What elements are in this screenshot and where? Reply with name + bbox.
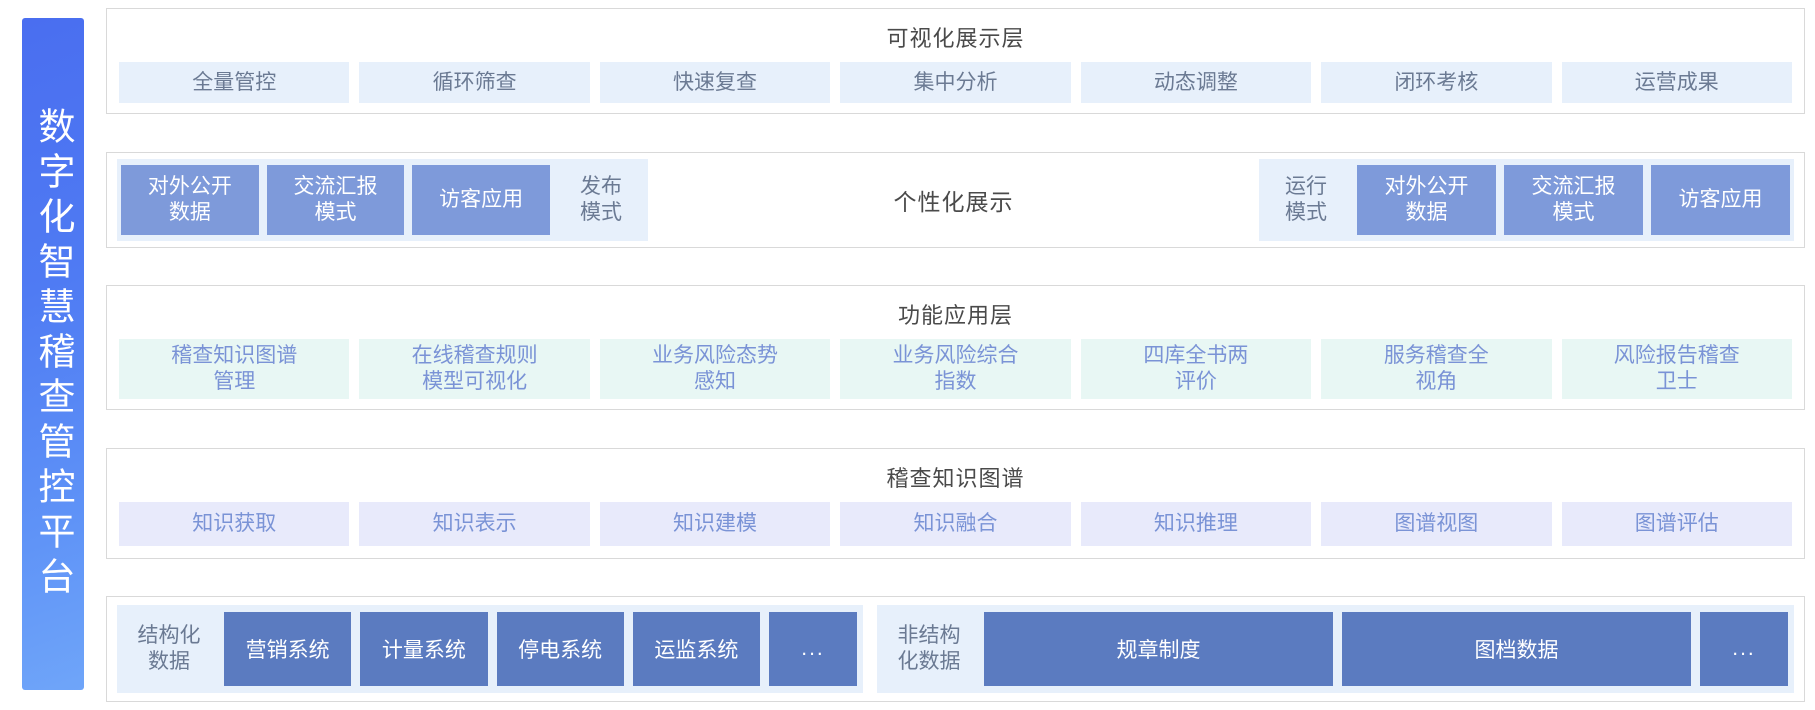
personalized-presentation-label: 个性化展示 xyxy=(648,158,1259,241)
modes-left-item-2[interactable]: 访客应用 xyxy=(412,164,551,235)
knowledge-graph-layer-title: 稽查知识图谱 xyxy=(886,465,1025,491)
visualization-item-1[interactable]: 循环筛查 xyxy=(359,62,590,103)
knowledge-graph-item-6[interactable]: 图谱评估 xyxy=(1561,501,1792,546)
structured-data-item-0[interactable]: 营销系统 xyxy=(224,612,352,686)
visualization-item-6[interactable]: 运营成果 xyxy=(1561,62,1792,103)
visualization-item-5[interactable]: 闭环考核 xyxy=(1321,62,1552,103)
unstructured-data-group: 非结构 化数据 规章制度 图档数据 ... xyxy=(877,605,1794,693)
modes-left-item-3[interactable]: 发布 模式 xyxy=(580,175,623,224)
function-item-5[interactable]: 服务稽查全 视角 xyxy=(1321,339,1552,399)
knowledge-graph-item-1[interactable]: 知识表示 xyxy=(359,501,590,546)
function-application-layer-title: 功能应用层 xyxy=(897,303,1013,328)
knowledge-graph-item-4[interactable]: 知识推理 xyxy=(1080,501,1312,546)
knowledge-graph-item-5[interactable]: 图谱视图 xyxy=(1321,501,1552,546)
function-item-4[interactable]: 四库全书两 评价 xyxy=(1080,339,1312,399)
layer-stack: 可视化展示层 全量管控 循环筛查 快速复查 集中分析 动态调整 闭环考核 运营成… xyxy=(106,8,1805,702)
knowledge-graph-items: 知识获取 知识表示 知识建模 知识融合 知识推理 图谱视图 图谱评估 xyxy=(119,501,1792,546)
visualization-layer-items: 全量管控 循环筛查 快速复查 集中分析 动态调整 闭环考核 运营成果 xyxy=(119,62,1792,103)
function-application-items: 稽查知识图谱 管理 在线稽查规则 模型可视化 业务风险态势 感知 业务风险综合 … xyxy=(119,339,1792,399)
function-application-layer: 功能应用层 稽查知识图谱 管理 在线稽查规则 模型可视化 业务风险态势 感知 业… xyxy=(106,285,1805,410)
modes-left-item-1[interactable]: 交流汇报 模式 xyxy=(266,164,405,235)
knowledge-graph-item-0[interactable]: 知识获取 xyxy=(119,501,350,546)
modes-right-item-0[interactable]: 运行 模式 xyxy=(1285,175,1327,224)
structured-data-item-1[interactable]: 计量系统 xyxy=(360,612,488,686)
modes-layer: 对外公开 数据 交流汇报 模式 访客应用 发布 模式 个性化展示 运行 模式 对… xyxy=(106,151,1805,248)
function-item-0[interactable]: 稽查知识图谱 管理 xyxy=(119,339,350,399)
data-source-layer: 结构化 数据 营销系统 计量系统 停电系统 运监系统 ... 非结构 化数据 规… xyxy=(106,596,1805,702)
structured-data-item-2[interactable]: 停电系统 xyxy=(496,612,624,686)
modes-group-left: 对外公开 数据 交流汇报 模式 访客应用 发布 模式 xyxy=(117,158,648,241)
structured-data-label: 结构化 数据 xyxy=(137,624,201,673)
platform-banner-title: 数字化智慧稽查管控平台 xyxy=(32,106,74,602)
knowledge-graph-item-3[interactable]: 知识融合 xyxy=(840,501,1071,546)
function-item-2[interactable]: 业务风险态势 感知 xyxy=(599,339,831,399)
visualization-item-3[interactable]: 集中分析 xyxy=(840,62,1071,103)
modes-left-item-0[interactable]: 对外公开 数据 xyxy=(121,164,259,235)
visualization-layer-title: 可视化展示层 xyxy=(886,26,1025,51)
modes-layer-row: 对外公开 数据 交流汇报 模式 访客应用 发布 模式 个性化展示 运行 模式 对… xyxy=(117,158,1794,241)
modes-right-item-1[interactable]: 对外公开 数据 xyxy=(1357,164,1496,235)
modes-right-item-2[interactable]: 交流汇报 模式 xyxy=(1504,164,1643,235)
unstructured-data-item-0[interactable]: 规章制度 xyxy=(984,612,1333,686)
structured-data-group: 结构化 数据 营销系统 计量系统 停电系统 运监系统 ... xyxy=(117,605,863,693)
function-item-6[interactable]: 风险报告稽查 卫士 xyxy=(1561,339,1792,399)
unstructured-data-item-1[interactable]: 图档数据 xyxy=(1342,612,1691,686)
platform-banner: 数字化智慧稽查管控平台 xyxy=(22,18,84,690)
modes-group-right: 运行 模式 对外公开 数据 交流汇报 模式 访客应用 xyxy=(1259,158,1794,241)
structured-data-item-3[interactable]: 运监系统 xyxy=(632,612,760,686)
unstructured-data-label: 非结构 化数据 xyxy=(897,624,961,673)
function-item-3[interactable]: 业务风险综合 指数 xyxy=(840,339,1071,399)
visualization-item-4[interactable]: 动态调整 xyxy=(1080,62,1312,103)
knowledge-graph-layer: 稽查知识图谱 知识获取 知识表示 知识建模 知识融合 知识推理 图谱视图 图谱评… xyxy=(106,447,1805,559)
visualization-layer: 可视化展示层 全量管控 循环筛查 快速复查 集中分析 动态调整 闭环考核 运营成… xyxy=(106,8,1805,114)
visualization-item-2[interactable]: 快速复查 xyxy=(599,62,831,103)
visualization-item-0[interactable]: 全量管控 xyxy=(119,62,350,103)
modes-right-item-3[interactable]: 访客应用 xyxy=(1651,164,1790,235)
knowledge-graph-item-2[interactable]: 知识建模 xyxy=(599,501,831,546)
unstructured-data-more-icon[interactable]: ... xyxy=(1700,612,1788,686)
data-source-row: 结构化 数据 营销系统 计量系统 停电系统 运监系统 ... 非结构 化数据 规… xyxy=(117,605,1794,693)
function-item-1[interactable]: 在线稽查规则 模型可视化 xyxy=(359,339,590,399)
structured-data-more-icon[interactable]: ... xyxy=(769,612,857,686)
